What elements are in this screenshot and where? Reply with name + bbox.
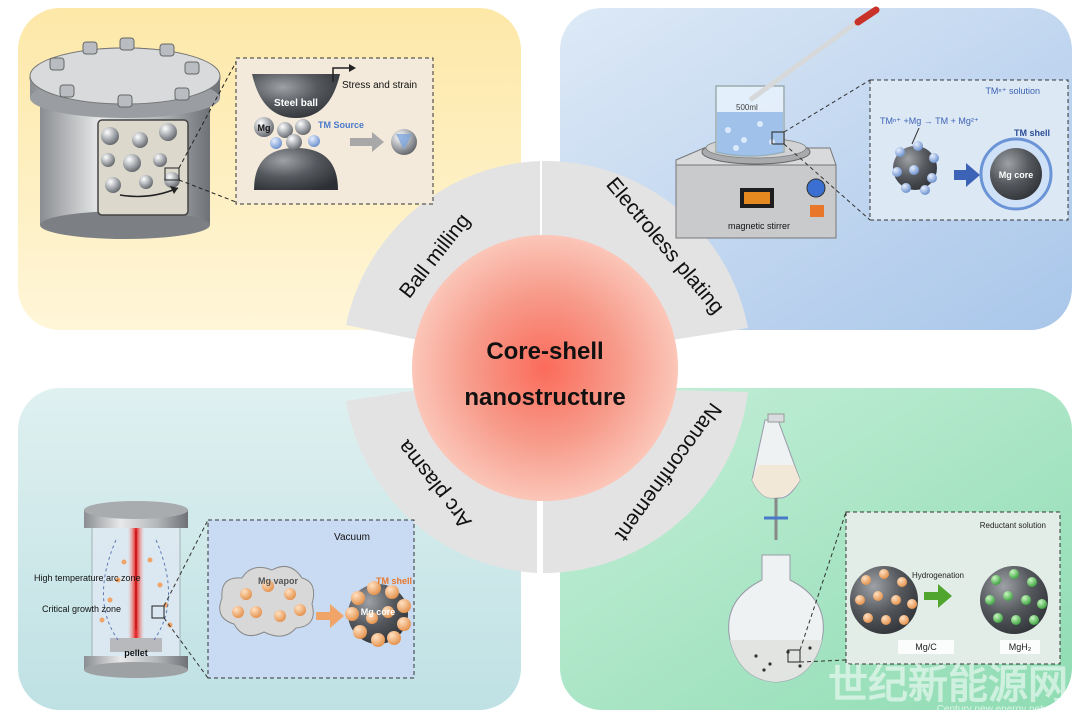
center-title-line1: Core-shell [486, 338, 603, 365]
mgh2-label: MgH₂ [1009, 642, 1032, 652]
arc-chamber [84, 501, 209, 679]
reductant-solution-label: Reductant solution [980, 521, 1046, 530]
hydrogenation-label: Hydrogenation [912, 571, 964, 580]
nanoconfinement-inset [845, 511, 1061, 665]
mg-label: Mg [258, 123, 271, 133]
tm-solution-label: TMⁿ⁺ solution [985, 86, 1040, 96]
mg-c-label: Mg/C [915, 642, 937, 652]
tm-shell-label-electroless: TM shell [1014, 128, 1050, 138]
separatory-funnel-flask [728, 413, 847, 683]
electroless-inset [783, 79, 1069, 221]
watermark-en: Century new energy network [937, 704, 1065, 715]
arc-inset [207, 519, 415, 679]
ring-segment-nano [543, 390, 748, 574]
stirrer-label: magnetic stirrer [728, 221, 790, 231]
ring-segment-arc [346, 390, 537, 573]
vacuum-label: Vacuum [334, 532, 370, 543]
ball-mill-jar [29, 37, 237, 239]
method-ring [346, 160, 748, 574]
mg-core-label-electroless: Mg core [999, 170, 1034, 180]
pellet-label: pellet [124, 648, 148, 658]
watermark-cn: 世纪新能源网 [828, 663, 1068, 707]
mg-vapor-label: Mg vapor [258, 576, 299, 586]
center-title-line2: nanostructure [464, 384, 625, 411]
beaker-volume-label: 500ml [736, 103, 758, 112]
ball-milling-inset [235, 57, 434, 205]
critical-growth-label: Critical growth zone [42, 604, 121, 614]
reaction-equation: TMⁿ⁺ +Mg → TM + Mg²⁺ [880, 116, 979, 126]
beaker [715, 6, 880, 157]
tm-shell-label-arc: TM shell [376, 576, 412, 586]
stress-strain-label: Stress and strain [342, 80, 417, 91]
steel-ball-label: Steel ball [274, 98, 318, 109]
center-circle [412, 235, 678, 501]
tm-source-label: TM Source [318, 120, 364, 130]
high-temp-zone-label: High temperature arc zone [34, 573, 141, 583]
ring-segment-electroless [542, 160, 748, 340]
ring-segment-ball-milling [346, 161, 540, 340]
mg-core-label-arc: Mg core [361, 607, 396, 617]
